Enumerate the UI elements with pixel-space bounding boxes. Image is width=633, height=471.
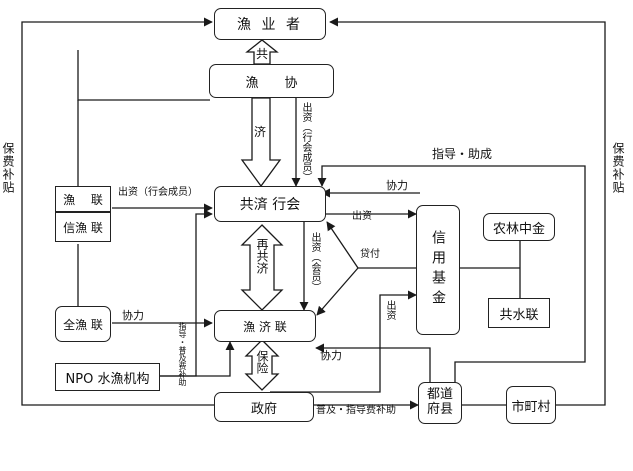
label-sai: 济	[254, 125, 267, 139]
arrow-hoken	[244, 339, 280, 391]
label-shido-josei: 指导・助成	[432, 147, 493, 161]
node-norin-chukin: 农林中金	[483, 213, 555, 241]
node-gyoren: 漁 联	[55, 186, 111, 212]
node-kyosai-kumiai: 共済 行会	[214, 186, 326, 222]
line-kashitsuke-up	[326, 221, 359, 269]
node-kyosairen: 漁 济 联	[214, 310, 316, 342]
node-municipality: 市町村	[506, 386, 556, 424]
label-shishi-gyokai-v: 出资（行会成员）	[300, 102, 311, 182]
node-fishery-assoc: 漁 协	[209, 64, 334, 98]
arrow-sai	[240, 97, 282, 188]
label-fukyu-shido: 普及・指导费补助	[316, 405, 396, 416]
label-hoken-hojo-left: 保费补贴	[1, 142, 15, 194]
label-shishi-2: 出资	[384, 300, 395, 320]
label-shishi-1: 出资	[352, 211, 372, 222]
label-kyoryoku-3: 协力	[320, 349, 342, 362]
label-kyo: 共	[256, 47, 269, 61]
arrow-kyo	[245, 39, 279, 65]
node-credit-fund: 信用基金	[416, 205, 460, 335]
node-fisher: 漁 业 者	[214, 8, 326, 40]
label-kyoryoku-2: 协力	[122, 309, 144, 322]
node-kyosuiren: 共水联	[488, 298, 550, 328]
line-shishi-fund-2	[270, 290, 417, 393]
line-right-outer	[329, 17, 606, 406]
label-hoken: 保险	[255, 350, 269, 374]
label-saikyosai: 再共济	[255, 238, 269, 274]
label-kashitsuke: 贷付	[360, 249, 380, 260]
label-shishi-gyokai-h: 出资（行会成员）	[118, 187, 198, 198]
node-zengyoren: 全漁 联	[55, 306, 111, 342]
label-shido-fukyu-v: 指导・普及费补助	[178, 322, 187, 386]
label-kyoryoku-1: 协力	[386, 179, 408, 192]
node-government: 政府	[214, 392, 314, 422]
node-npo: NPO 水漁机构	[55, 363, 160, 391]
line-kashitsuke-down	[316, 267, 359, 316]
line-left-outer	[21, 17, 214, 406]
line-kyoryoku-pref	[315, 343, 431, 382]
line-npo-2	[160, 341, 235, 377]
line-shido-josei	[317, 165, 586, 382]
node-prefecture: 都道府县	[418, 382, 462, 424]
label-shishi-kaiin: 出资（会员）	[309, 232, 320, 292]
node-shingyoren: 信漁 联	[55, 212, 111, 242]
line-gyoren-link	[77, 50, 210, 101]
label-hoken-hojo-right: 保费补贴	[611, 142, 625, 194]
